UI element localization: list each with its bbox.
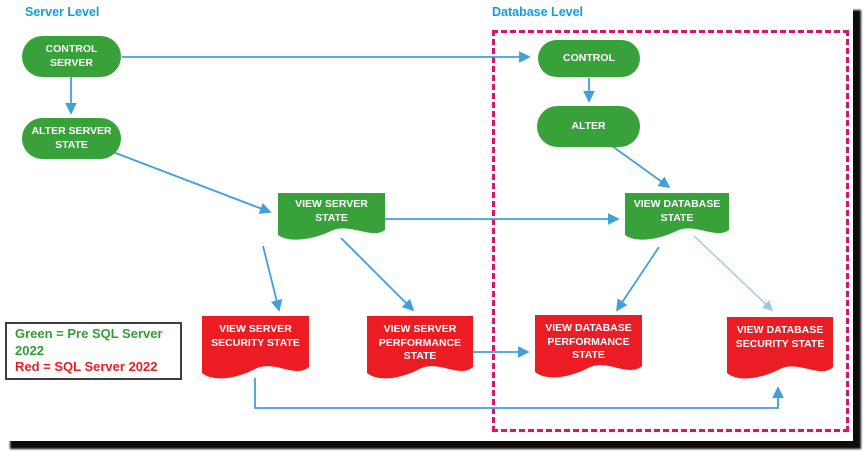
node-view-database-security-state-label: VIEW DATABASE SECURITY STATE <box>735 324 825 350</box>
legend-red-entry: Red = SQL Server 2022 <box>15 359 158 375</box>
node-alter-server-state: ALTER SERVER STATE <box>22 118 121 159</box>
node-view-database-security-state: VIEW DATABASE SECURITY STATE <box>727 317 833 385</box>
node-alter-server-state-label: ALTER SERVER STATE <box>31 124 112 151</box>
legend-box: Green = Pre SQL Server 2022 Red = SQL Se… <box>5 322 182 380</box>
node-control-server-label: CONTROL SERVER <box>45 42 98 69</box>
legend-green-entry: Green = Pre SQL Server 2022 <box>15 325 163 358</box>
diagram-canvas: Server Level Database Level <box>5 5 849 432</box>
document-shape <box>367 316 473 379</box>
node-control-label: CONTROL <box>563 51 615 64</box>
node-view-server-security-state-label: VIEW SERVER SECURITY STATE <box>211 323 300 349</box>
node-view-database-performance-state-label: VIEW DATABASE PERFORMANCE STATE <box>545 322 632 362</box>
node-view-database-state: VIEW DATABASE STATE <box>625 193 729 245</box>
document-shape <box>278 193 385 240</box>
node-view-server-state: VIEW SERVER STATE <box>278 193 385 245</box>
node-control-server: CONTROL SERVER <box>22 36 121 77</box>
node-control: CONTROL <box>538 40 640 77</box>
server-level-heading: Server Level <box>25 5 100 19</box>
node-view-server-performance-state-label: VIEW SERVER PERFORMANCE STATE <box>378 323 462 363</box>
database-level-heading: Database Level <box>492 5 584 19</box>
node-view-server-security-state: VIEW SERVER SECURITY STATE <box>202 316 309 385</box>
node-view-database-performance-state: VIEW DATABASE PERFORMANCE STATE <box>535 315 642 384</box>
edge-viewserverstate-to-viewserverperformancestate <box>340 237 415 312</box>
document-shape <box>202 316 309 379</box>
document-shape <box>625 193 729 240</box>
node-alter: ALTER <box>537 106 640 147</box>
database-level-boundary <box>492 30 849 432</box>
document-shape <box>727 317 833 379</box>
document-shape <box>535 315 642 378</box>
node-view-database-state-label: VIEW DATABASE STATE <box>633 198 721 224</box>
edge-alterserverstate-to-viewserverstate <box>112 151 272 214</box>
node-view-server-state-label: VIEW SERVER STATE <box>295 198 368 224</box>
node-alter-label: ALTER <box>571 119 606 132</box>
node-view-server-performance-state: VIEW SERVER PERFORMANCE STATE <box>367 316 473 385</box>
edge-viewserverstate-to-viewserversecuritystate <box>262 245 283 312</box>
